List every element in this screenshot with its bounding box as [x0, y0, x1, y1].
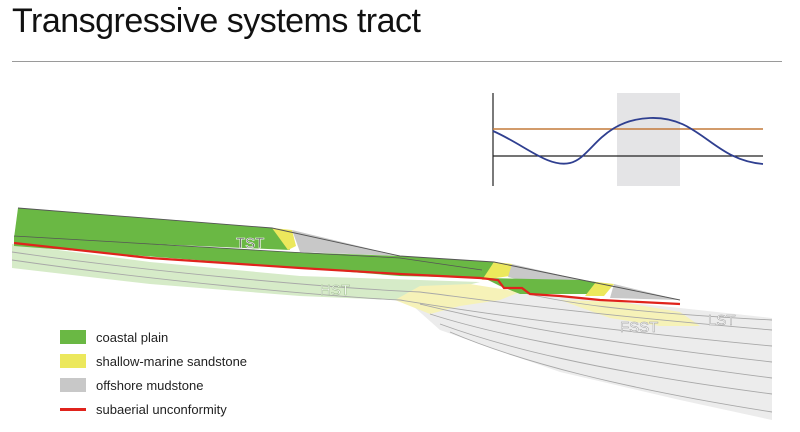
legend-item: offshore mudstone	[60, 373, 247, 397]
legend-item: coastal plain	[60, 325, 247, 349]
legend-swatch	[60, 407, 86, 411]
hst-label: HST	[320, 282, 350, 299]
hst-shoreface	[395, 284, 520, 314]
tst-internal-line	[13, 235, 483, 271]
lst-label: LST	[708, 312, 736, 329]
upper-mudstone	[292, 230, 400, 256]
legend-swatch	[60, 378, 86, 392]
fsst-label: FSST	[620, 319, 658, 336]
sea-level-curve	[492, 117, 764, 165]
lower-coastal-plain	[14, 236, 494, 278]
title-divider	[12, 61, 782, 62]
upper-coastal-plain	[14, 208, 290, 250]
tst-units	[13, 207, 681, 301]
fsst-shoreface	[560, 300, 700, 326]
legend-label: offshore mudstone	[96, 377, 204, 393]
legend-label: subaerial unconformity	[96, 401, 227, 417]
middle-shoreface	[482, 262, 512, 280]
upper-shoreface	[272, 228, 296, 250]
tst-label: TST	[236, 235, 264, 252]
front-coastal-plain	[484, 278, 608, 294]
sea-level-inset	[492, 93, 764, 186]
legend-label: shallow-marine sandstone	[96, 353, 248, 369]
legend-item: subaerial unconformity	[60, 397, 247, 421]
tst-outline	[17, 207, 681, 301]
clinoform-lines	[11, 251, 773, 413]
legend-item: shallow-marine sandstone	[60, 349, 247, 373]
legend-swatch	[60, 330, 86, 344]
subaerial-unconformity-line	[13, 241, 681, 306]
hst-shelf	[12, 244, 480, 300]
legend: coastal plain shallow-marine sandstone o…	[60, 325, 247, 421]
page-title: Transgressive systems tract	[12, 2, 421, 40]
older-strata	[11, 244, 773, 420]
legend-swatch	[60, 354, 86, 368]
tst-phase-highlight	[617, 93, 680, 186]
legend-label: coastal plain	[96, 329, 169, 345]
